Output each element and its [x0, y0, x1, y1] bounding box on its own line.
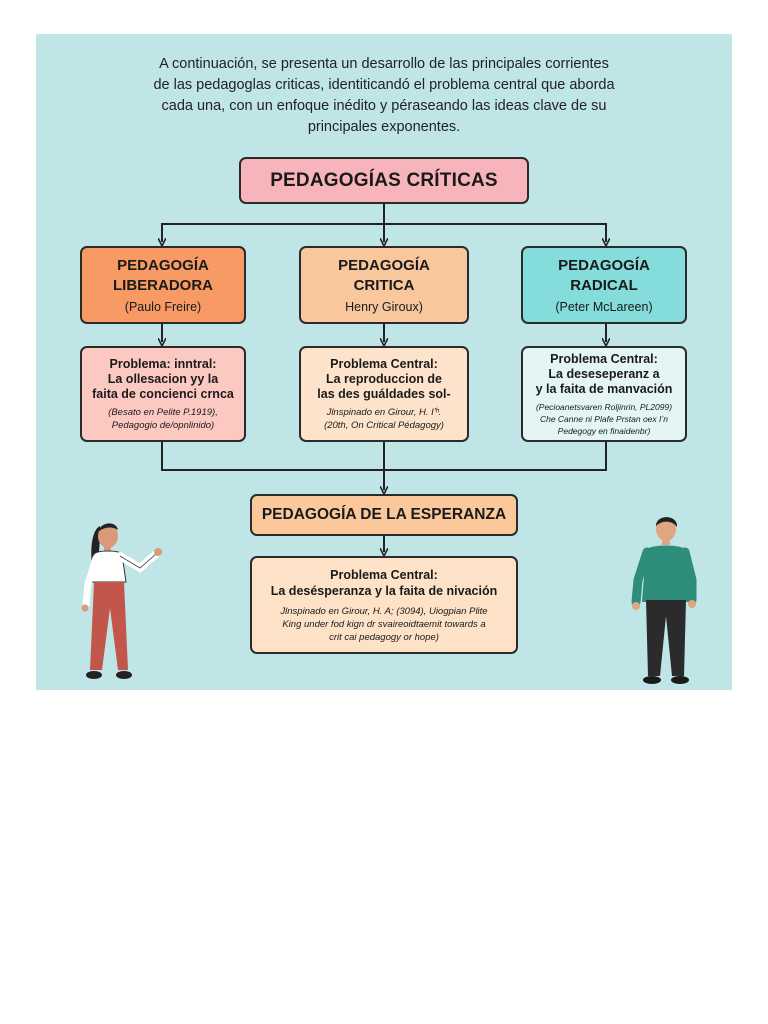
problem-reference: (Pecioanetsvaren Roljinrin, PL2099) Che …: [535, 401, 673, 436]
branch-author: (Paulo Freire): [124, 300, 202, 314]
esperanza-box: PEDAGOGÍA DE LA ESPERANZA: [250, 494, 518, 536]
problem-text: La deseseperanz a y la faita de manvació…: [535, 366, 673, 396]
problem-box-radical: Problema Central: La deseseperanz a y la…: [521, 346, 687, 442]
problem-reference: (Besato en Pelite P.1919), Pedagogio de/…: [108, 406, 218, 431]
main-title: PEDAGOGÍAS CRÍTICAS: [270, 169, 498, 191]
problem-title: Problema: inntral:: [109, 356, 217, 371]
problem-text: La reproduccion de las des guáldades sol…: [317, 371, 451, 401]
esperanza-title: PEDAGOGÍA DE LA ESPERANZA: [261, 506, 507, 523]
branch-name: PEDAGOGÍA LIBERADORA: [113, 257, 213, 294]
problem-box-liberadora: Problema: inntral: La ollesacion yy la f…: [80, 346, 246, 442]
branch-liberadora: PEDAGOGÍA LIBERADORA (Paulo Freire): [80, 246, 246, 324]
intro-paragraph: A continuación, se presenta un desarroll…: [36, 54, 732, 138]
intro-line: cada una, con un enfoque inédito y péras…: [161, 98, 607, 114]
problem-title: Problema Central:: [330, 356, 438, 371]
branch-name: PEDAGOGÍA RADICAL: [558, 257, 650, 294]
intro-line: A continuación, se presenta un desarroll…: [159, 56, 609, 72]
problem-title: Problema Central:: [330, 567, 438, 582]
branch-critica: PEDAGOGÍA CRITICA Henry Giroux): [299, 246, 469, 324]
problem-reference: Jlnspinado en Girour, H. A; (3094), Uiog…: [280, 605, 488, 643]
branch-author: (Peter McLareen): [555, 300, 653, 314]
man-standing-figure: [631, 517, 697, 684]
problem-reference: Jlnspinado en Girour, H. Iʼʰ. (20th, On …: [324, 406, 444, 431]
problem-title: Problema Central:: [550, 351, 658, 366]
esperanza-problem-box: Problema Central: La desésperanza y la f…: [250, 556, 518, 654]
branch-author: Henry Giroux): [345, 300, 423, 314]
main-title-box: PEDAGOGÍAS CRÍTICAS: [239, 157, 529, 204]
intro-line: principales exponentes.: [307, 119, 461, 135]
woman-presenting-figure: [81, 523, 162, 679]
problem-text: La ollesacion yy la faita de concienci c…: [92, 371, 234, 401]
branch-name: PEDAGOGÍA CRITICA: [338, 257, 430, 294]
problem-box-critica: Problema Central: La reproduccion de las…: [299, 346, 469, 442]
intro-line: de las pedagoglas criticas, identiticand…: [153, 77, 615, 93]
problem-text: La desésperanza y la faita de nivación: [270, 583, 498, 598]
branch-radical: PEDAGOGÍA RADICAL (Peter McLareen): [521, 246, 687, 324]
